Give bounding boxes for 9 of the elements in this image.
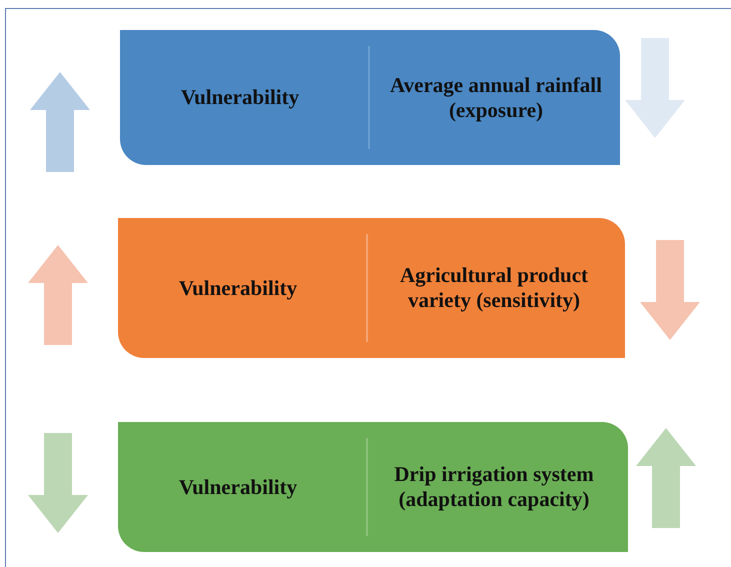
category-band — [120, 30, 620, 165]
band-heading: Vulnerability — [180, 85, 300, 110]
band-heading: Vulnerability — [178, 475, 298, 500]
band-heading: Vulnerability — [178, 276, 298, 301]
category-band — [118, 422, 628, 552]
factor-label: Average annual rainfall (exposure) — [389, 73, 603, 123]
category-band — [118, 218, 625, 358]
factor-label: Agricultural product variety (sensitivity) — [398, 263, 590, 313]
factor-label: Drip irrigation system (adaptation capacity) — [393, 462, 595, 512]
